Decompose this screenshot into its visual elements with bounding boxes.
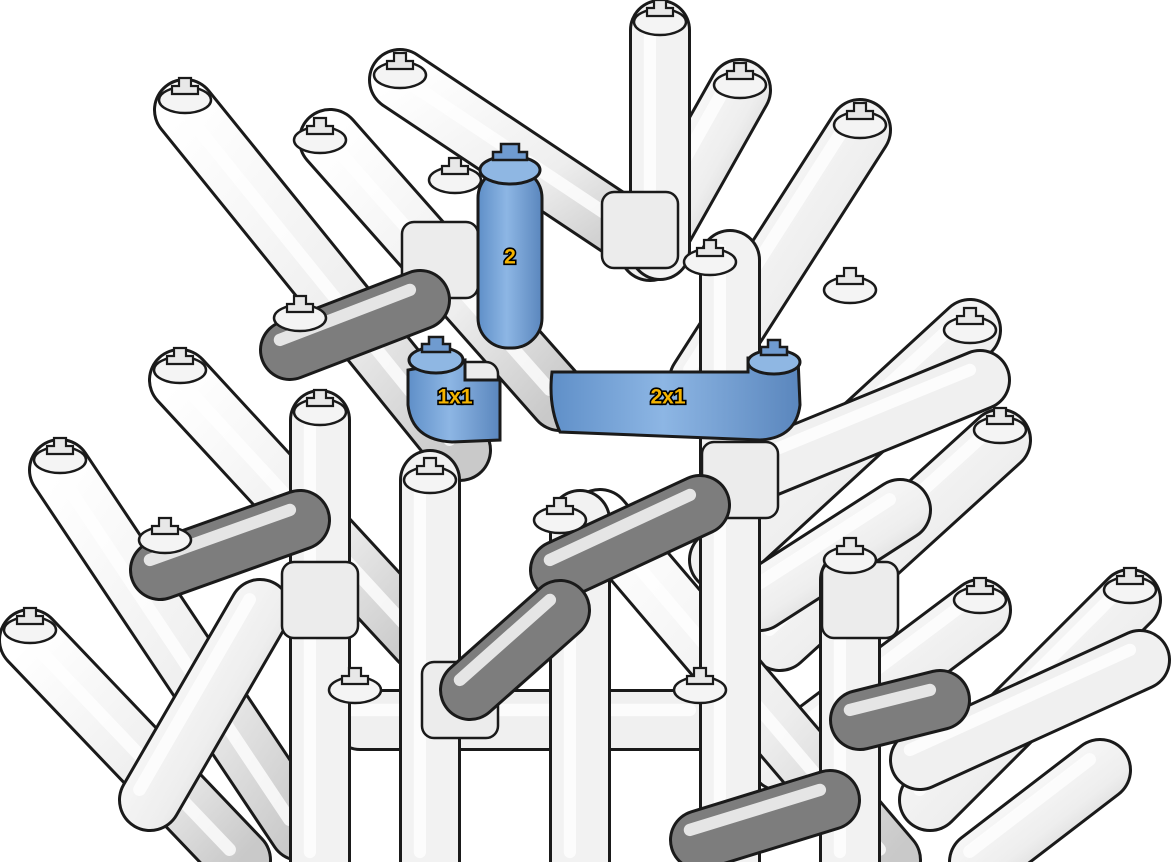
end-cap-icon	[154, 348, 206, 383]
connector-hub	[822, 562, 898, 638]
end-cap-icon	[34, 438, 86, 473]
end-cap-icon	[824, 268, 876, 303]
label-part-2: 2	[504, 246, 516, 269]
vertical-post	[720, 250, 730, 862]
label-part-1x1: 1x1	[437, 386, 472, 409]
end-cap-icon	[1104, 568, 1156, 603]
end-cap-icon	[974, 408, 1026, 443]
end-cap-icon	[954, 578, 1006, 613]
grey-strut	[460, 600, 560, 690]
label-part-2x1: 2x1	[650, 386, 685, 409]
connector-hub	[282, 562, 358, 638]
connector-hub	[602, 192, 678, 268]
end-cap-icon	[139, 518, 191, 553]
end-cap-icon	[4, 608, 56, 643]
end-cap-icon	[159, 78, 211, 113]
grey-strut	[850, 690, 940, 720]
